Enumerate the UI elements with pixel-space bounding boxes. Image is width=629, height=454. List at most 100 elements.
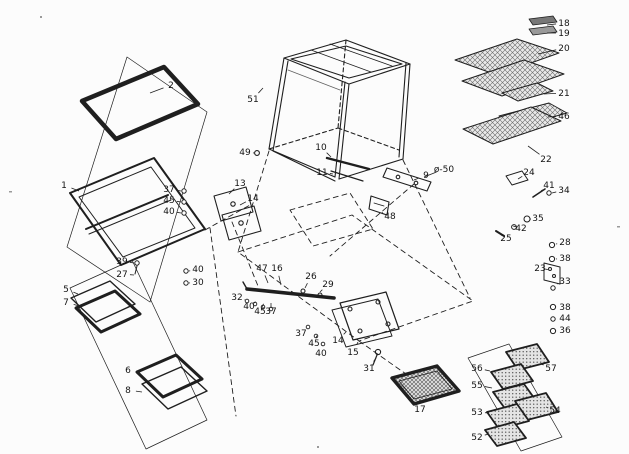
callout-30: 30 (188, 278, 204, 288)
part-number-label: 40 (192, 265, 204, 275)
leader-line (356, 341, 359, 346)
leader-line (546, 23, 557, 26)
callout-33: 33 (556, 277, 571, 287)
part-number-label: 40 (163, 207, 175, 217)
part-21-mat (501, 82, 554, 102)
callout-2: 2 (149, 81, 174, 94)
part-number-label: 22 (540, 155, 551, 165)
part-number-label: 25 (500, 234, 511, 244)
scan-artifacts (9, 16, 620, 448)
part-34-washer (546, 190, 552, 196)
part-number-label: 46 (558, 112, 570, 122)
leader-line (484, 369, 491, 372)
callout-21: 21 (543, 89, 570, 99)
callout-14: 14 (332, 331, 347, 346)
left-plane-boundary-upper (66, 56, 208, 303)
callout-23: 23 (534, 264, 548, 274)
callout-36: 36 (556, 326, 571, 336)
part-number-label: 34 (558, 186, 570, 196)
part-number-label: 29 (322, 280, 334, 290)
leader-line (484, 433, 490, 436)
callout-28: 28 (555, 238, 571, 248)
callout-42: 42 (513, 224, 527, 234)
callout-45: 45 (163, 196, 182, 206)
callout-ø-50: ø-50 (423, 165, 454, 178)
callout-1: 1 (61, 181, 80, 192)
left-assembly (66, 56, 208, 450)
part-48-bracket (368, 195, 390, 216)
part-number-label: 13 (234, 179, 245, 189)
part-23-bracket (543, 262, 561, 285)
part-number-label: 14 (332, 336, 344, 346)
part-9-strip (382, 167, 432, 192)
callout-17: 17 (414, 400, 426, 415)
right-hardware (495, 170, 561, 335)
leader-line (228, 188, 235, 195)
part-number-label: 39 (116, 257, 128, 267)
part-number-label: 7 (63, 298, 69, 308)
part-number-label: 15 (347, 348, 358, 358)
callout-16: 16 (271, 264, 283, 286)
part-number-label: 21 (558, 89, 569, 99)
part-number-label: 55 (471, 381, 482, 391)
part-number-label: 40 (243, 302, 255, 312)
part-57-pad (505, 343, 550, 371)
part-number-label: 28 (559, 238, 571, 248)
leader-line (540, 363, 544, 366)
part-24-bracket (505, 170, 529, 186)
callout-29: 29 (319, 280, 334, 293)
part-number-label: 35 (532, 214, 543, 224)
part-number-label: 2 (168, 81, 174, 91)
part-35-bushing (523, 215, 531, 223)
left-fasteners (134, 188, 189, 286)
part-number-label: 45 (163, 196, 174, 206)
part-53-pad (486, 403, 530, 430)
part-number-label: 36 (559, 326, 571, 336)
right-post (398, 62, 411, 160)
part-1-frame-outer (69, 157, 206, 266)
part-14-plate (221, 205, 262, 241)
callout-48: 48 (381, 211, 396, 222)
callout-19: 19 (547, 29, 570, 39)
leader-line (547, 116, 557, 118)
part-1-frame-inner (78, 166, 196, 258)
part-number-label: 45 (308, 339, 319, 349)
part-number-label: 18 (558, 19, 570, 29)
callout-13: 13 (228, 179, 246, 195)
part-41-pin (532, 188, 546, 198)
part-number-label: 54 (549, 406, 561, 416)
callout-32: 32 (231, 293, 246, 303)
part-38-washer-b (549, 303, 557, 311)
part-17-mat (390, 364, 461, 406)
callout-40: 40 (315, 345, 327, 359)
leader-line (73, 291, 79, 295)
part-number-label: ø-50 (434, 165, 454, 175)
leader-line (149, 87, 164, 94)
part-number-label: 1 (61, 181, 67, 191)
callout-54: 54 (545, 406, 561, 416)
part-number-label: 26 (305, 272, 317, 282)
part-number-label: 8 (125, 386, 131, 396)
part-1-crossbar (85, 194, 169, 230)
part-2-seal (79, 64, 201, 142)
callout-45: 45 (254, 303, 266, 317)
part-number-label: 52 (471, 433, 482, 443)
callout-31: 31 (363, 357, 377, 374)
leader-line (540, 189, 543, 192)
part-number-label: 17 (414, 405, 425, 415)
callout-37: 37 (163, 185, 182, 195)
callout-10: 10 (315, 143, 332, 158)
callout-57: 57 (540, 363, 557, 374)
part-22-mat (462, 106, 562, 145)
part-15-gasket (331, 298, 393, 348)
part-18-strip (528, 15, 558, 26)
front-left-post (268, 57, 289, 152)
part-number-label: 40 (315, 349, 327, 359)
leader-line (423, 171, 437, 178)
part-number-label: 33 (559, 277, 570, 287)
part-number-label: 45 (254, 307, 265, 317)
leader-line (413, 177, 419, 181)
part-5-frame (70, 280, 136, 323)
part-number-label: 30 (192, 278, 204, 288)
part-number-label: 32 (231, 293, 242, 303)
